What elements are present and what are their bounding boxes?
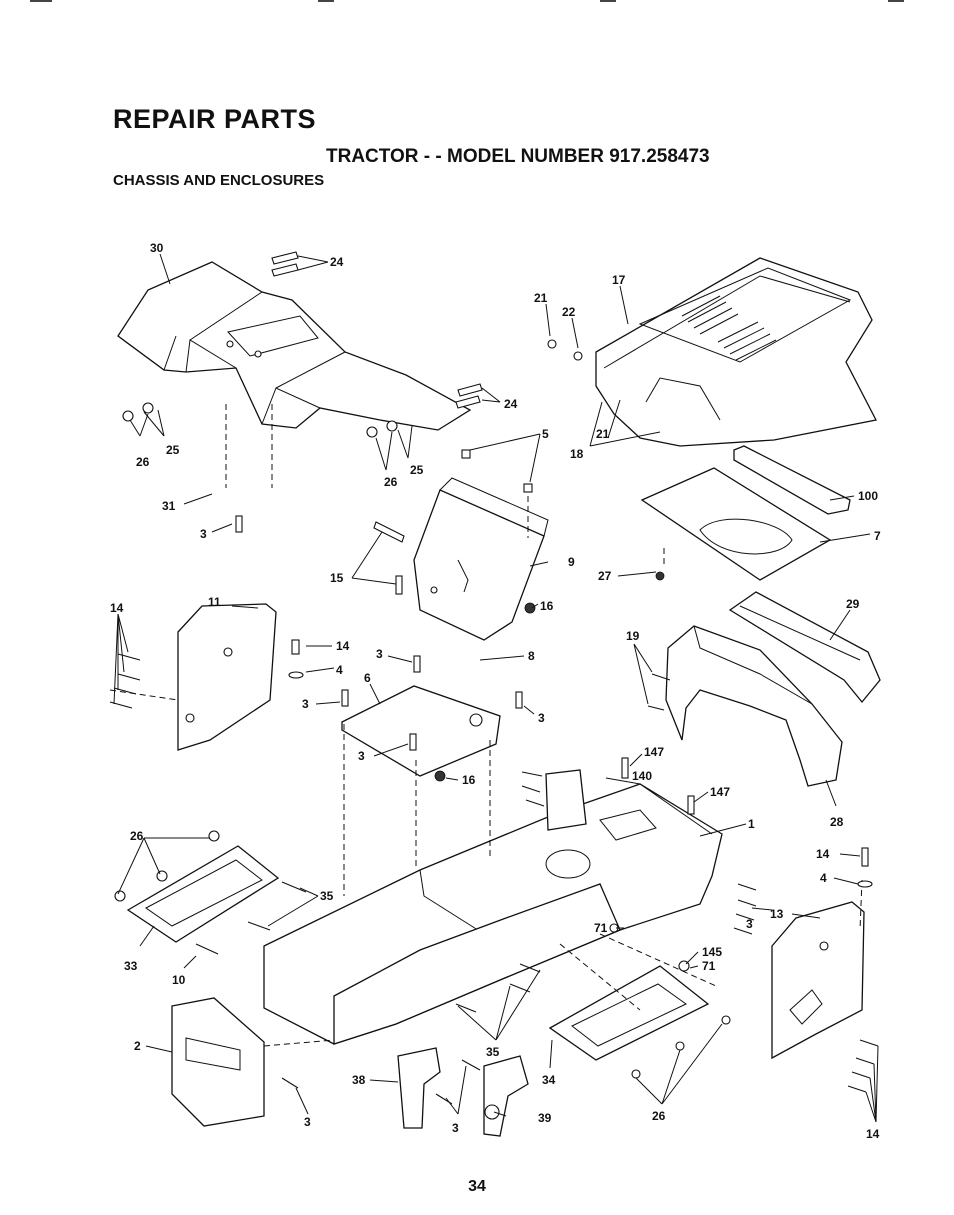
callout-label: 2 — [134, 1039, 141, 1053]
callout-label: 5 — [542, 427, 549, 441]
callout-label: 6 — [364, 671, 371, 685]
callout-label: 18 — [570, 447, 584, 461]
callout-label: 16 — [462, 773, 476, 787]
step-plate-part-33 — [126, 845, 280, 943]
callout-label: 21 — [596, 427, 610, 441]
leader-lines — [113, 253, 879, 1123]
callout-label: 39 — [538, 1111, 552, 1125]
callout-label: 38 — [352, 1073, 366, 1087]
callout-label: 24 — [504, 397, 518, 411]
dash-panel-part-9 — [413, 477, 549, 641]
callout-label: 4 — [820, 871, 827, 885]
rear-housing-part-28 — [665, 591, 881, 787]
callout-label: 35 — [320, 889, 334, 903]
step-plate-part-34 — [548, 965, 710, 1061]
callout-label: 15 — [330, 571, 344, 585]
callout-label: 10 — [172, 973, 186, 987]
callout-label: 30 — [150, 241, 164, 255]
callout-label: 17 — [612, 273, 626, 287]
side-bracket-part-11 — [177, 603, 277, 751]
corner-mark — [600, 0, 616, 2]
callout-label: 26 — [136, 455, 150, 469]
callout-label: 3 — [746, 917, 753, 931]
callout-label: 1 — [748, 817, 755, 831]
callout-label: 147 — [710, 785, 730, 799]
page-title: REPAIR PARTS — [113, 104, 317, 134]
section-title: CHASSIS AND ENCLOSURES — [113, 172, 325, 189]
callout-label: 140 — [632, 769, 652, 783]
corner-mark — [30, 0, 52, 2]
callout-label: 3 — [538, 711, 545, 725]
callout-label: 33 — [124, 959, 138, 973]
callout-label: 19 — [626, 629, 640, 643]
callout-label: 3 — [452, 1121, 459, 1135]
callout-label: 25 — [410, 463, 424, 477]
lower-bracket-part-2 — [171, 997, 265, 1127]
callout-label: 14 — [336, 639, 350, 653]
callout-label: 28 — [830, 815, 844, 829]
callout-label: 34 — [542, 1073, 556, 1087]
callout-label: 9 — [568, 555, 575, 569]
callout-label: 27 — [598, 569, 612, 583]
callout-label: 3 — [358, 749, 365, 763]
callout-label: 71 — [702, 959, 716, 973]
callout-label: 25 — [166, 443, 180, 457]
corner-mark — [888, 0, 904, 2]
callout-label: 26 — [130, 829, 144, 843]
plate-part-6 — [341, 685, 501, 777]
side-bracket-part-13 — [771, 901, 865, 1060]
page-number: 34 — [468, 1178, 486, 1195]
callout-label: 14 — [110, 601, 124, 615]
callout-label: 147 — [644, 745, 664, 759]
callout-label: 7 — [874, 529, 881, 543]
callout-label: 3 — [200, 527, 207, 541]
callout-label: 100 — [858, 489, 878, 503]
callout-label: 4 — [336, 663, 343, 677]
callout-label: 3 — [302, 697, 309, 711]
callout-label: 24 — [330, 255, 344, 269]
callout-label: 16 — [540, 599, 554, 613]
callout-label: 3 — [376, 647, 383, 661]
callout-label: 29 — [846, 597, 860, 611]
callout-label: 35 — [486, 1045, 500, 1059]
alignment-lines — [109, 404, 863, 1047]
callout-label: 3 — [304, 1115, 311, 1129]
bracket-part-39 — [483, 1055, 529, 1137]
callout-label: 11 — [208, 595, 221, 609]
callout-label: 31 — [162, 499, 176, 513]
callout-label: 71 — [594, 921, 608, 935]
fender-part-30 — [117, 261, 472, 431]
callout-labels: 30 24 21 22 17 24 25 26 25 26 5 18 21 31… — [110, 241, 881, 1141]
callout-label: 145 — [702, 945, 722, 959]
bracket-part-38 — [397, 1047, 441, 1129]
model-subtitle: TRACTOR - - MODEL NUMBER 917.258473 — [326, 146, 710, 167]
callout-label: 14 — [816, 847, 830, 861]
callout-label: 13 — [770, 907, 784, 921]
callout-label: 26 — [384, 475, 398, 489]
callout-label: 14 — [866, 1127, 880, 1141]
callout-label: 26 — [652, 1109, 666, 1123]
main-frame-part-1 — [263, 769, 723, 1045]
hardware-fasteners — [109, 251, 879, 1105]
hood-part-17 — [595, 257, 877, 447]
callout-label: 21 — [534, 291, 548, 305]
callout-label: 22 — [562, 305, 576, 319]
callout-label: 8 — [528, 649, 535, 663]
floor-panel-part-7 — [640, 445, 851, 581]
corner-mark — [318, 0, 334, 2]
